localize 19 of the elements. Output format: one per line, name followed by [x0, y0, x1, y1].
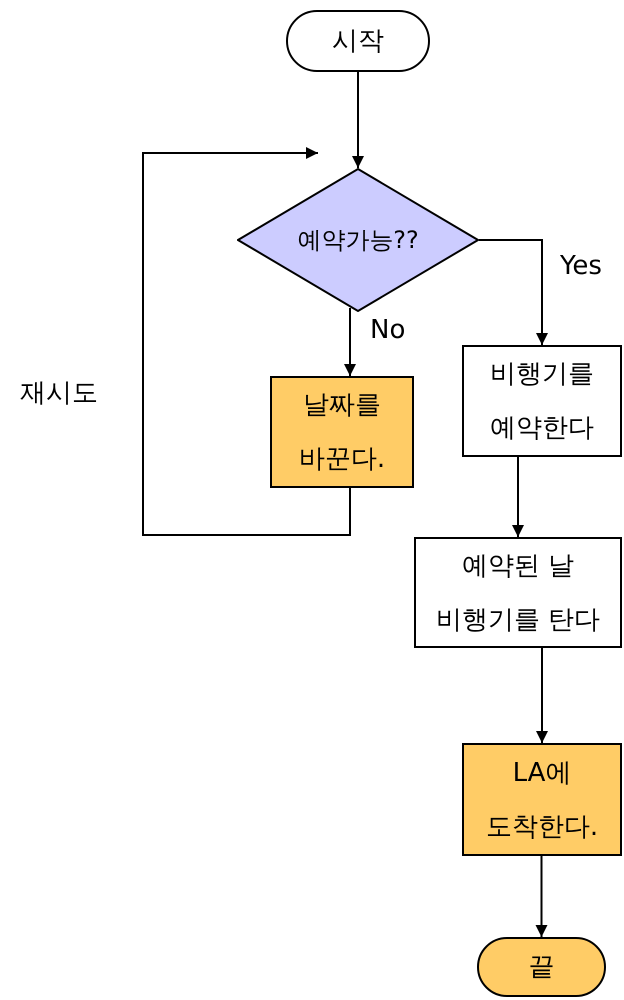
node-text: 끝: [528, 951, 556, 984]
node-text: 날짜를 바꾼다.: [298, 389, 386, 476]
arrow: [142, 147, 351, 536]
arrow: [512, 457, 524, 537]
process-box: [414, 537, 622, 648]
arrow: [479, 239, 548, 345]
node-text: 예약가능??: [296, 225, 420, 256]
arrow: [344, 308, 356, 376]
process-box: [462, 743, 622, 856]
arrow: [352, 72, 364, 168]
arrow: [536, 648, 548, 743]
arrow: [536, 856, 548, 937]
process-box: [270, 376, 414, 488]
node-text: 시작: [331, 25, 385, 58]
node-text: 예약된 날 비행기를 탄다: [434, 550, 602, 636]
process-box: [462, 345, 622, 457]
node-text: 비행기를 예약한다: [489, 358, 595, 445]
node-text: LA에 도착한다.: [484, 756, 600, 844]
decision-diamond: [237, 168, 479, 312]
